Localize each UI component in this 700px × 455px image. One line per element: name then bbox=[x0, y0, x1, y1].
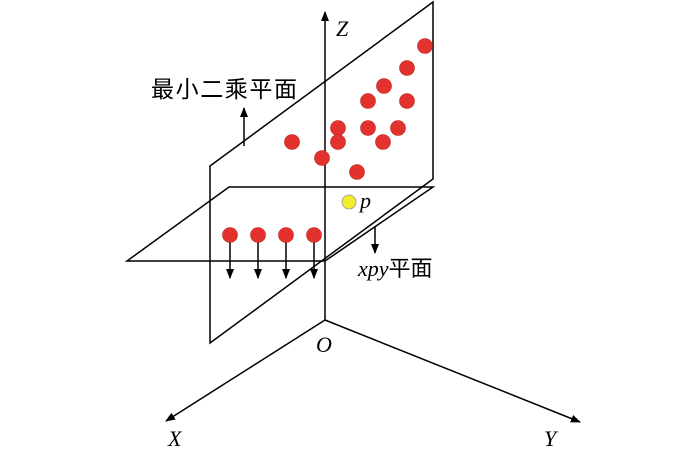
least-squares-plane-label: 最小二乘平面 bbox=[151, 77, 297, 102]
data-point bbox=[330, 134, 346, 150]
data-point bbox=[360, 93, 376, 109]
projected-data-point bbox=[222, 227, 238, 243]
least-squares-plane bbox=[209, 0, 434, 345]
data-point bbox=[399, 93, 415, 109]
data-point bbox=[376, 78, 392, 94]
x-axis-label: X bbox=[167, 426, 183, 451]
projected-data-point bbox=[250, 227, 266, 243]
data-point bbox=[375, 134, 391, 150]
projected-points bbox=[222, 227, 322, 279]
point-p-label: p bbox=[358, 188, 371, 213]
data-point bbox=[360, 120, 376, 136]
y-axis-label: Y bbox=[544, 426, 559, 451]
data-point bbox=[314, 150, 330, 166]
y-axis bbox=[324, 319, 581, 423]
projected-data-point bbox=[306, 227, 322, 243]
z-axis-label: Z bbox=[336, 16, 349, 41]
upper-points bbox=[284, 38, 433, 180]
xpy-plane bbox=[124, 186, 436, 262]
xpy-plane-label: xpy平面 bbox=[357, 256, 433, 281]
projected-data-point bbox=[278, 227, 294, 243]
data-point bbox=[417, 38, 433, 54]
xpy-plane-suffix: 平面 bbox=[389, 256, 433, 281]
x-axis bbox=[165, 319, 326, 422]
data-point bbox=[390, 120, 406, 136]
point-p bbox=[341, 194, 357, 210]
data-point bbox=[399, 60, 415, 76]
data-point bbox=[330, 120, 346, 136]
origin-label: O bbox=[316, 332, 332, 357]
xpy-plane-var: xpy bbox=[357, 256, 389, 281]
data-point bbox=[349, 164, 365, 180]
data-point bbox=[284, 134, 300, 150]
